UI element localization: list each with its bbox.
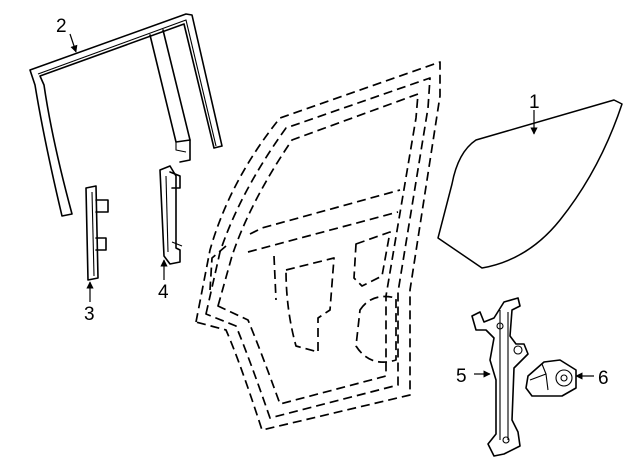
rear-guide-channel	[159, 165, 183, 265]
leader-lines	[69, 33, 594, 380]
glass-run-channel	[29, 13, 223, 217]
run-channel-strip	[85, 185, 109, 281]
callout-5: 5	[456, 366, 467, 387]
window-regulator	[471, 297, 529, 457]
door-inner-panel	[195, 61, 441, 431]
callout-2: 2	[56, 16, 67, 37]
callout-6: 6	[598, 368, 609, 389]
callout-4: 4	[158, 282, 169, 303]
callout-3: 3	[84, 304, 95, 325]
door-glass	[437, 99, 623, 269]
callout-1: 1	[529, 92, 540, 113]
window-motor	[525, 359, 577, 397]
